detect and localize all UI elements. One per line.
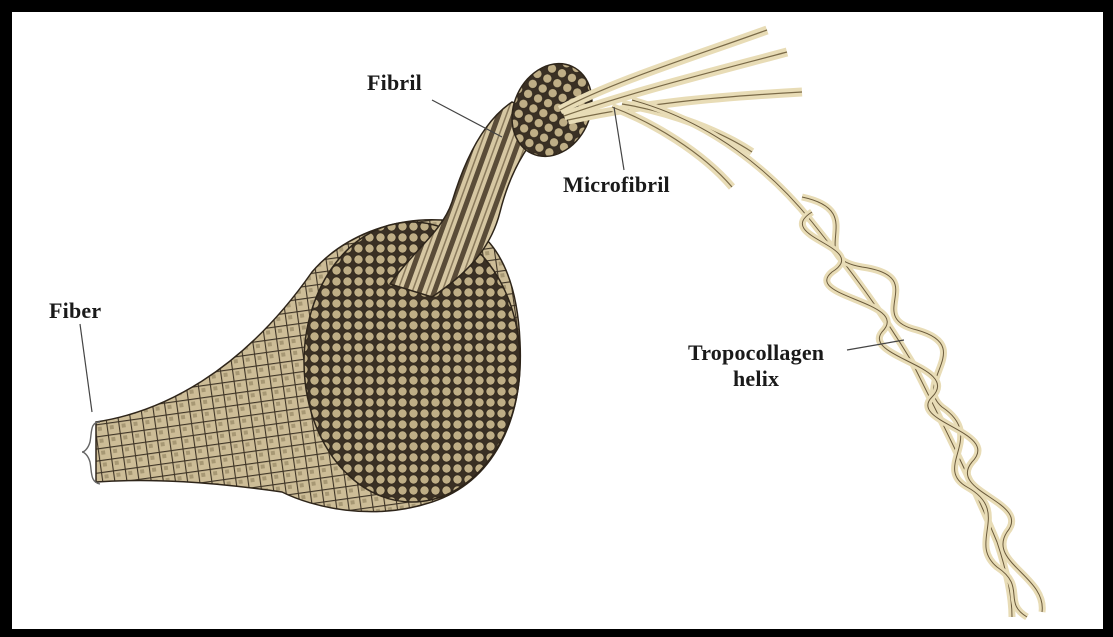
fibril-label: Fibril bbox=[367, 70, 422, 96]
microfibril-leader-line bbox=[614, 107, 624, 170]
tropocollagen-leader-line bbox=[847, 340, 904, 350]
tropocollagen-helix-label: Tropocollagen helix bbox=[688, 340, 824, 392]
microfibril-strands bbox=[560, 30, 802, 187]
collagen-illustration bbox=[12, 12, 1113, 637]
tropocollagen-label-line1: Tropocollagen bbox=[688, 340, 824, 366]
tropocollagen-label-line2: helix bbox=[688, 366, 824, 392]
microfibril-label: Microfibril bbox=[563, 172, 670, 198]
fibril-leader-line bbox=[432, 100, 502, 137]
fiber-label: Fiber bbox=[49, 298, 101, 324]
fiber-leader-line bbox=[80, 324, 92, 412]
